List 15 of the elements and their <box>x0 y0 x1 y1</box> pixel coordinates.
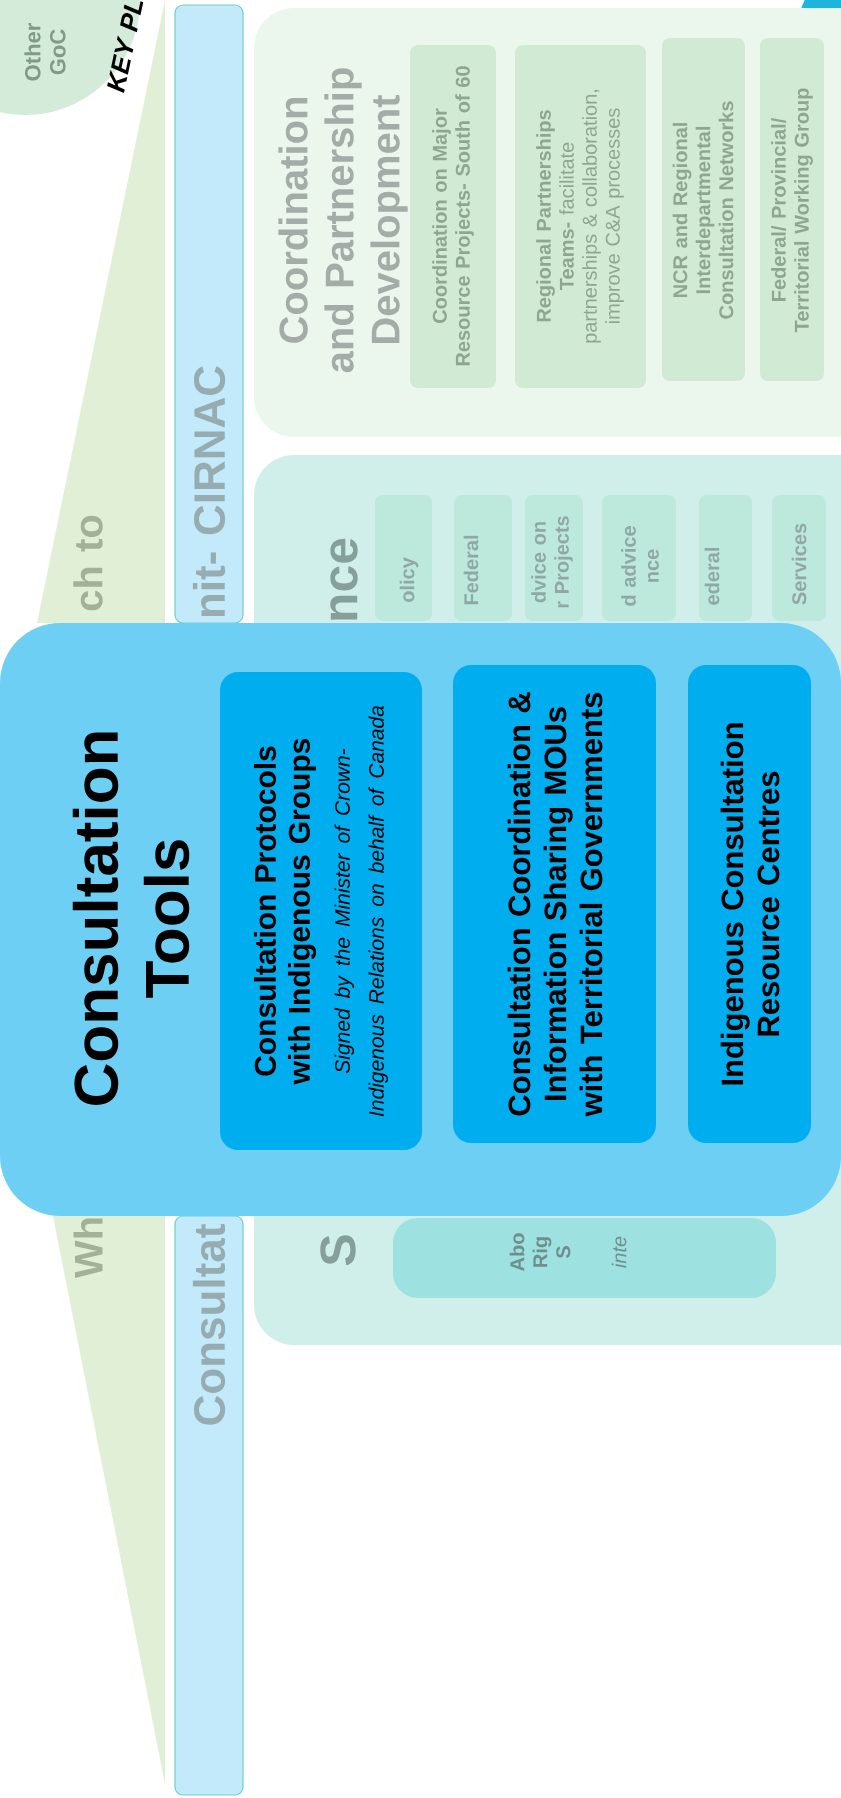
item-box: olicy <box>375 495 432 621</box>
node-label: Consultat <box>192 1224 226 1425</box>
item-box: Services <box>772 495 826 621</box>
item-box: Federal <box>454 495 512 621</box>
item-box: Coordination on Major Resource Projects- South of 60 <box>410 45 496 388</box>
item-box: d advice nce <box>602 495 676 621</box>
item-box: NCR and Regional Interdepartmental Consultation Networks <box>662 38 745 381</box>
item-box: Federal/ Provincial/ Territorial Working Group <box>760 38 824 381</box>
triangle-band: Wh <box>53 1216 165 1784</box>
item-box: ederal <box>699 495 752 621</box>
item-box: dvice on r Projects <box>525 495 583 621</box>
tool-box: Indigenous Consultation Resource Centres <box>688 665 811 1143</box>
tool-box: Consultation Protocols with Indigenous Groups Signed by the Minister of Crown-Indigenous Relations on behalf of Canada <box>220 672 422 1150</box>
item-box: Abo Rig S inte <box>393 1218 776 1298</box>
tool-box: Consultation Coordination & Information Sharing MOUs with Territorial Governments <box>453 665 656 1143</box>
